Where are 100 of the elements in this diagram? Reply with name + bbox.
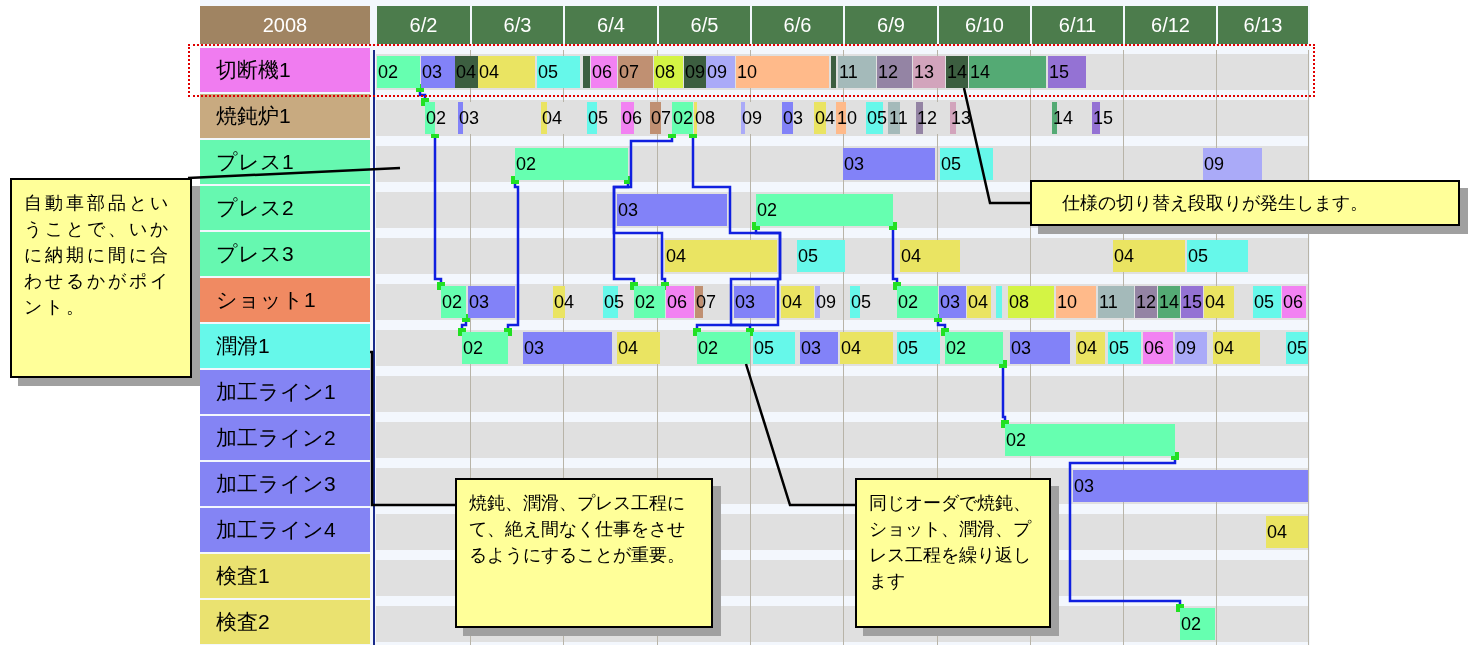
- dependency-line: [504, 176, 520, 336]
- task-bar: 05: [1253, 286, 1281, 318]
- row-header: 加工ライン3: [200, 462, 370, 506]
- task-bar: 10: [836, 102, 859, 134]
- task-bar: 02: [945, 332, 1003, 364]
- task-bar: 04: [840, 332, 893, 364]
- row-header: 検査2: [200, 600, 370, 644]
- task-bar: 14: [946, 56, 968, 88]
- task-bar: 03: [458, 102, 481, 134]
- task-bar: 03: [782, 102, 805, 134]
- task-bar: 04: [665, 240, 777, 272]
- task-bar: 05: [1187, 240, 1248, 272]
- task-bar: 13: [913, 56, 945, 88]
- dependency-line: [458, 314, 470, 336]
- row-header: 検査1: [200, 554, 370, 598]
- date-header: 6/5: [659, 6, 750, 44]
- task-bar: 08: [1008, 286, 1054, 318]
- dependency-line: [612, 176, 638, 290]
- task-bar: 09: [684, 56, 706, 88]
- task-bar: 04: [478, 56, 535, 88]
- row-header: 切断機1: [200, 48, 370, 92]
- task-bar: 02: [462, 332, 508, 364]
- task-bar: 04: [553, 286, 576, 318]
- task-bar: 09: [815, 286, 838, 318]
- setup-bar: [831, 56, 836, 88]
- setup-bar: [996, 286, 1002, 318]
- task-bar: 05: [850, 286, 873, 318]
- task-bar: 04: [1076, 332, 1105, 364]
- leader-line: [187, 166, 401, 180]
- task-bar: 03: [523, 332, 612, 364]
- task-bar: 15: [1048, 56, 1086, 88]
- task-bar: 12: [877, 56, 912, 88]
- dependency-line: [416, 84, 429, 106]
- task-bar: 02: [672, 102, 695, 134]
- date-header: 6/6: [752, 6, 843, 44]
- task-bar: 02: [1005, 424, 1175, 456]
- date-header: 6/2: [377, 6, 470, 44]
- task-bar: 04: [1204, 286, 1234, 318]
- task-bar: 04: [455, 56, 478, 88]
- task-bar: 04: [900, 240, 960, 272]
- row-header: 加工ライン2: [200, 416, 370, 460]
- task-bar: 04: [814, 102, 837, 134]
- task-bar: 04: [617, 332, 660, 364]
- task-bar: 05: [753, 332, 795, 364]
- dependency-line: [934, 314, 949, 336]
- date-header: 6/3: [472, 6, 563, 44]
- task-bar: 08: [654, 56, 683, 88]
- row-header: プレス3: [200, 232, 370, 276]
- task-bar: 10: [1056, 286, 1096, 318]
- leader-line: [369, 350, 455, 507]
- task-bar: 07: [618, 56, 653, 88]
- date-header: 6/9: [845, 6, 937, 44]
- task-bar: 04: [1266, 516, 1308, 548]
- task-bar: 15: [1092, 102, 1115, 134]
- task-bar: 09: [1175, 332, 1207, 364]
- leader-line: [962, 87, 1030, 205]
- task-bar: 03: [939, 286, 966, 318]
- date-header: 6/10: [939, 6, 1030, 44]
- task-bar: 05: [797, 240, 845, 272]
- dependency-line: [729, 222, 782, 336]
- task-bar: 11: [1098, 286, 1134, 318]
- task-bar: 11: [838, 56, 876, 88]
- row-header: プレス1: [200, 140, 370, 184]
- task-bar: 04: [967, 286, 991, 318]
- task-bar: 02: [425, 102, 448, 134]
- row-header: 焼鈍炉1: [200, 94, 370, 138]
- task-bar: 06: [1143, 332, 1173, 364]
- task-bar: 02: [515, 148, 628, 180]
- task-bar: 14: [1158, 286, 1180, 318]
- task-bar: 03: [800, 332, 838, 364]
- task-bar: 13: [950, 102, 973, 134]
- dependency-line: [1068, 452, 1184, 612]
- task-bar: 07: [695, 286, 718, 318]
- task-bar: 06: [591, 56, 617, 88]
- row-header: ショット1: [200, 278, 370, 322]
- task-bar: 04: [1113, 240, 1185, 272]
- task-bar: 03: [468, 286, 515, 318]
- task-bar: 02: [897, 286, 938, 318]
- task-bar: 02: [634, 286, 665, 318]
- task-bar: 04: [1213, 332, 1260, 364]
- task-bar: 05: [587, 102, 610, 134]
- task-bar: 02: [377, 56, 420, 88]
- task-bar: 03: [1010, 332, 1070, 364]
- task-bar: 03: [734, 286, 775, 318]
- year-header: 2008: [200, 6, 370, 44]
- task-bar: 04: [781, 286, 814, 318]
- task-bar: 02: [756, 194, 893, 226]
- task-bar: 02: [1180, 608, 1215, 640]
- dependency-line: [999, 360, 1009, 428]
- row-header: 加工ライン4: [200, 508, 370, 552]
- task-bar: 05: [1108, 332, 1141, 364]
- task-bar: 09: [741, 102, 764, 134]
- task-bar: 03: [421, 56, 455, 88]
- task-bar: 03: [1073, 470, 1308, 502]
- task-bar: 09: [1203, 148, 1262, 180]
- task-bar: 06: [666, 286, 694, 318]
- task-bar: 10: [736, 56, 829, 88]
- task-bar: 02: [697, 332, 750, 364]
- task-bar: 05: [940, 148, 993, 180]
- task-bar: 05: [866, 102, 889, 134]
